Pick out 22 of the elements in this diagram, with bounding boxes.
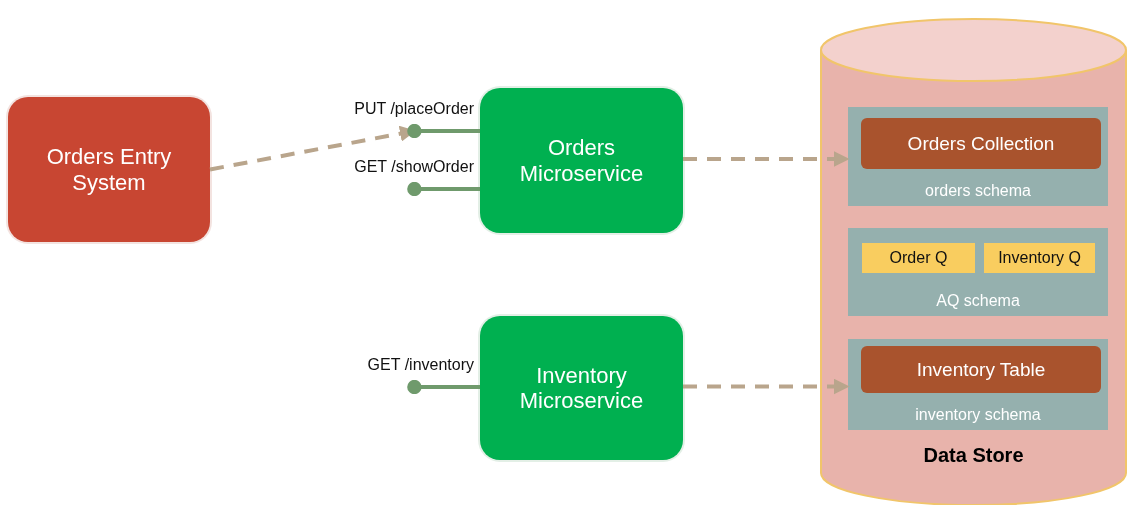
queue-box: Inventory Q	[984, 243, 1095, 273]
schema-label: inventory schema	[915, 406, 1041, 424]
microservice-box: Inventory Microservice	[480, 316, 683, 460]
collection-box: Inventory Table	[861, 346, 1101, 393]
connector-line	[407, 123, 480, 139]
schema-panel	[848, 228, 1108, 316]
microservice-box: Orders Microservice	[480, 88, 683, 233]
schema-label: AQ schema	[936, 292, 1020, 310]
schema-panel	[848, 339, 1108, 430]
schema-panel	[848, 107, 1108, 206]
endpoint-label: GET /inventory	[367, 356, 475, 374]
queue-box: Order Q	[862, 243, 975, 273]
connector-line	[407, 379, 480, 395]
system-box: Orders Entry System	[8, 97, 210, 242]
arrow	[683, 378, 850, 395]
endpoint-label: PUT /placeOrder	[354, 100, 475, 118]
connector-line	[407, 181, 480, 197]
arrow	[683, 151, 850, 168]
schema-label: orders schema	[925, 182, 1031, 200]
collection-box: Orders Collection	[861, 118, 1101, 169]
store-label: Data Store	[923, 444, 1024, 467]
endpoint-label: GET /showOrder	[354, 158, 475, 176]
